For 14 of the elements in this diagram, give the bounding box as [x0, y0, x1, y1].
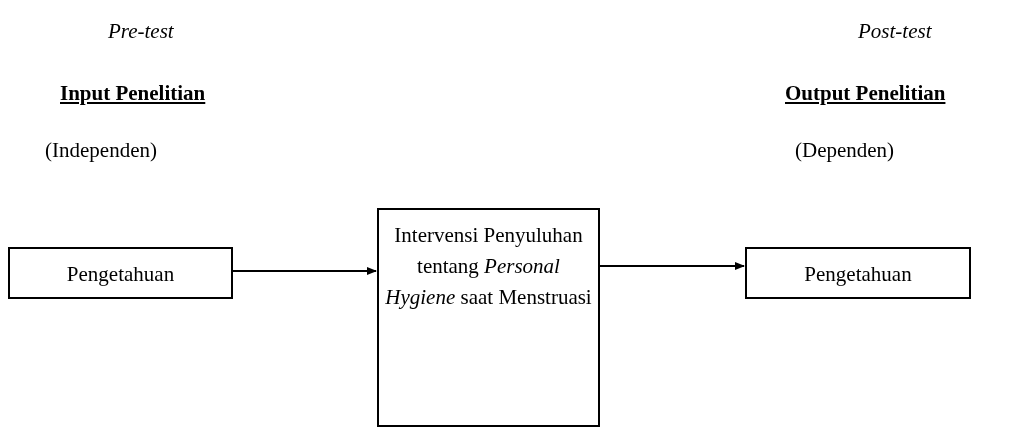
box-text: Intervensi Penyuluhan tentang Personal Hygiene saat Menstruasi [384, 222, 593, 311]
process-box [745, 247, 971, 299]
process-box [8, 247, 233, 299]
arrow [599, 262, 745, 270]
arrow [232, 267, 377, 275]
phase-label: Post-test [858, 18, 932, 45]
box-text: Pengetahuan [66, 261, 175, 288]
phase-label: Pre-test [108, 18, 174, 45]
variable-type-label: (Independen) [45, 137, 157, 164]
section-heading: Output Penelitian [785, 80, 946, 107]
box-text: Pengetahuan [804, 261, 912, 288]
variable-type-label: (Dependen) [795, 137, 895, 164]
process-box [377, 208, 600, 427]
section-heading: Input Penelitian [60, 80, 206, 107]
